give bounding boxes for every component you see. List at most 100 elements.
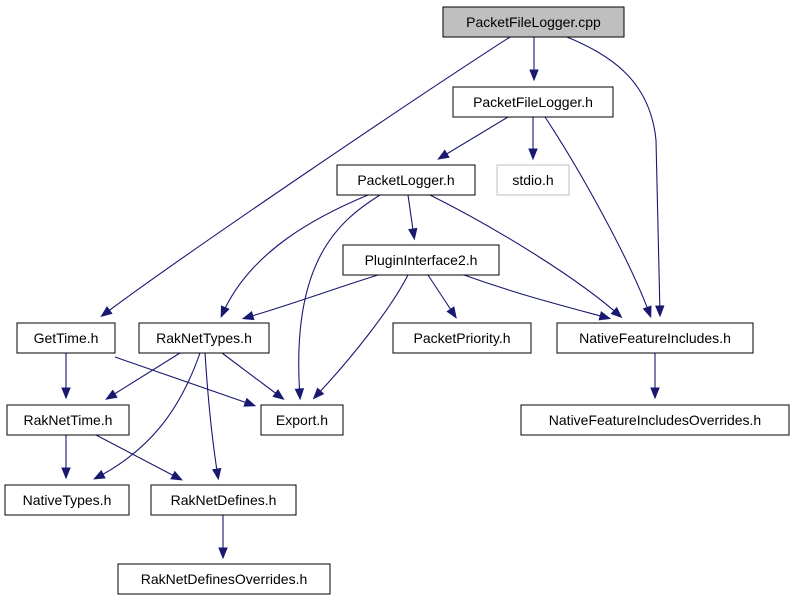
arrowhead-icon <box>312 387 325 400</box>
node-box[interactable] <box>342 244 500 276</box>
arrowhead-icon <box>529 69 539 82</box>
edge-line <box>95 434 181 480</box>
arrowhead-icon <box>272 389 285 401</box>
arrowhead-icon <box>655 305 665 318</box>
node-box[interactable] <box>556 322 754 354</box>
edge-gettime-h-to-export-h <box>114 356 257 407</box>
node-label: NativeTypes.h <box>23 492 112 508</box>
arrowhead-icon <box>92 469 106 480</box>
edge-packetlogger-h-to-raknettypes-h <box>220 194 369 319</box>
node-box[interactable] <box>336 164 476 196</box>
edge-packetlogger-h-to-plugininterface2-h <box>407 194 418 241</box>
node-raknettypes-h[interactable]: RakNetTypes.h <box>138 322 270 354</box>
node-packetlogger-h[interactable]: PacketLogger.h <box>336 164 476 196</box>
arrowhead-icon <box>100 306 113 318</box>
node-plugininterface2-h[interactable]: PluginInterface2.h <box>342 244 500 276</box>
node-nativetypes-h[interactable]: NativeTypes.h <box>4 484 130 516</box>
node-stdio-h[interactable]: stdio.h <box>496 164 570 196</box>
edge-packetfilelogger-h-to-packetlogger-h <box>437 116 509 160</box>
node-box[interactable] <box>16 322 116 354</box>
arrowhead-icon <box>642 305 652 319</box>
node-raknetdefines-h[interactable]: RakNetDefines.h <box>150 484 297 516</box>
node-raknetdefinesoverrides-h[interactable]: RakNetDefinesOverrides.h <box>117 563 331 595</box>
node-packetfilelogger-h[interactable]: PacketFileLogger.h <box>452 86 614 118</box>
edge-packetfilelogger-h-to-nativefeatureincludes-h <box>544 116 652 319</box>
edge-packetfilelogger-cpp-to-nativefeatureincludes-h <box>566 36 665 318</box>
node-raknettime-h[interactable]: RakNetTime.h <box>6 404 130 436</box>
node-label: RakNetTypes.h <box>156 330 252 346</box>
arrowhead-icon <box>211 467 222 481</box>
edge-line <box>107 352 181 399</box>
arrowhead-icon <box>243 397 257 407</box>
arrowhead-icon <box>61 387 71 400</box>
node-box[interactable] <box>260 404 344 436</box>
arrowhead-icon <box>218 547 228 560</box>
node-gettime-h[interactable]: GetTime.h <box>16 322 116 354</box>
node-label: stdio.h <box>512 172 553 188</box>
edge-raknettime-h-to-raknetdefines-h <box>95 434 183 481</box>
node-label: RakNetTime.h <box>24 412 113 428</box>
node-label: PacketFileLogger.h <box>473 94 593 110</box>
edge-line <box>463 274 609 319</box>
arrowhead-icon <box>105 389 118 400</box>
node-label: NativeFeatureIncludesOverrides.h <box>549 412 761 428</box>
arrowhead-icon <box>437 149 450 160</box>
node-nativefeatureincludes-h[interactable]: NativeFeatureIncludes.h <box>556 322 754 354</box>
edge-plugininterface2-h-to-packetpriority-h <box>427 274 457 319</box>
node-label: NativeFeatureIncludes.h <box>579 330 731 346</box>
edge-plugininterface2-h-to-nativefeatureincludes-h <box>463 274 612 321</box>
edge-line <box>429 194 621 317</box>
edge-line <box>439 116 509 159</box>
edge-line <box>95 352 201 479</box>
node-label: GetTime.h <box>34 330 99 346</box>
arrowhead-icon <box>241 311 255 321</box>
node-nativefeatureincludesoverrides-h[interactable]: NativeFeatureIncludesOverrides.h <box>520 404 790 436</box>
nodes-layer: PacketFileLogger.cppPacketFileLogger.hPa… <box>4 6 790 595</box>
arrowhead-icon <box>220 305 230 319</box>
edge-plugininterface2-h-to-raknettypes-h <box>241 274 379 321</box>
node-packetpriority-h[interactable]: PacketPriority.h <box>392 322 532 354</box>
node-packetfilelogger-cpp[interactable]: PacketFileLogger.cpp <box>442 6 625 38</box>
edge-gettime-h-to-raknettime-h <box>61 353 71 400</box>
arrowhead-icon <box>528 148 538 161</box>
node-box[interactable] <box>6 404 130 436</box>
node-box[interactable] <box>392 322 532 354</box>
edge-line <box>221 352 283 399</box>
node-label: PluginInterface2.h <box>365 252 478 268</box>
node-label: PacketLogger.h <box>357 172 454 188</box>
edge-line <box>566 36 661 315</box>
node-label: PacketFileLogger.cpp <box>466 14 601 30</box>
node-export-h[interactable]: Export.h <box>260 404 344 436</box>
edge-packetfilelogger-cpp-to-packetfilelogger-h <box>529 37 539 82</box>
arrowhead-icon <box>650 387 660 400</box>
edge-line <box>544 116 651 316</box>
arrowhead-icon <box>170 470 183 481</box>
node-label: Export.h <box>276 412 328 428</box>
edge-packetfilelogger-h-to-stdio-h <box>528 117 538 161</box>
node-box[interactable] <box>138 322 270 354</box>
node-box[interactable] <box>442 6 625 38</box>
arrowhead-icon <box>61 467 71 480</box>
arrowhead-icon <box>598 311 612 321</box>
arrowhead-icon <box>610 306 623 319</box>
node-box[interactable] <box>117 563 331 595</box>
node-box[interactable] <box>4 484 130 516</box>
edge-plugininterface2-h-to-export-h <box>312 274 409 400</box>
node-box[interactable] <box>150 484 297 516</box>
edge-line <box>221 194 369 316</box>
edge-packetlogger-h-to-export-h <box>294 194 381 401</box>
arrowhead-icon <box>446 306 457 319</box>
edge-packetfilelogger-cpp-to-gettime-h <box>100 36 511 318</box>
edge-line <box>298 194 381 398</box>
node-label: PacketPriority.h <box>414 330 511 346</box>
edge-line <box>102 36 511 316</box>
edges-layer <box>61 36 665 560</box>
edge-line <box>114 356 254 406</box>
edge-raknettypes-h-to-nativetypes-h <box>92 352 201 480</box>
node-box[interactable] <box>520 404 790 436</box>
node-box[interactable] <box>452 86 614 118</box>
arrowhead-icon <box>294 388 305 401</box>
edge-line <box>244 274 379 319</box>
node-box[interactable] <box>496 164 570 196</box>
